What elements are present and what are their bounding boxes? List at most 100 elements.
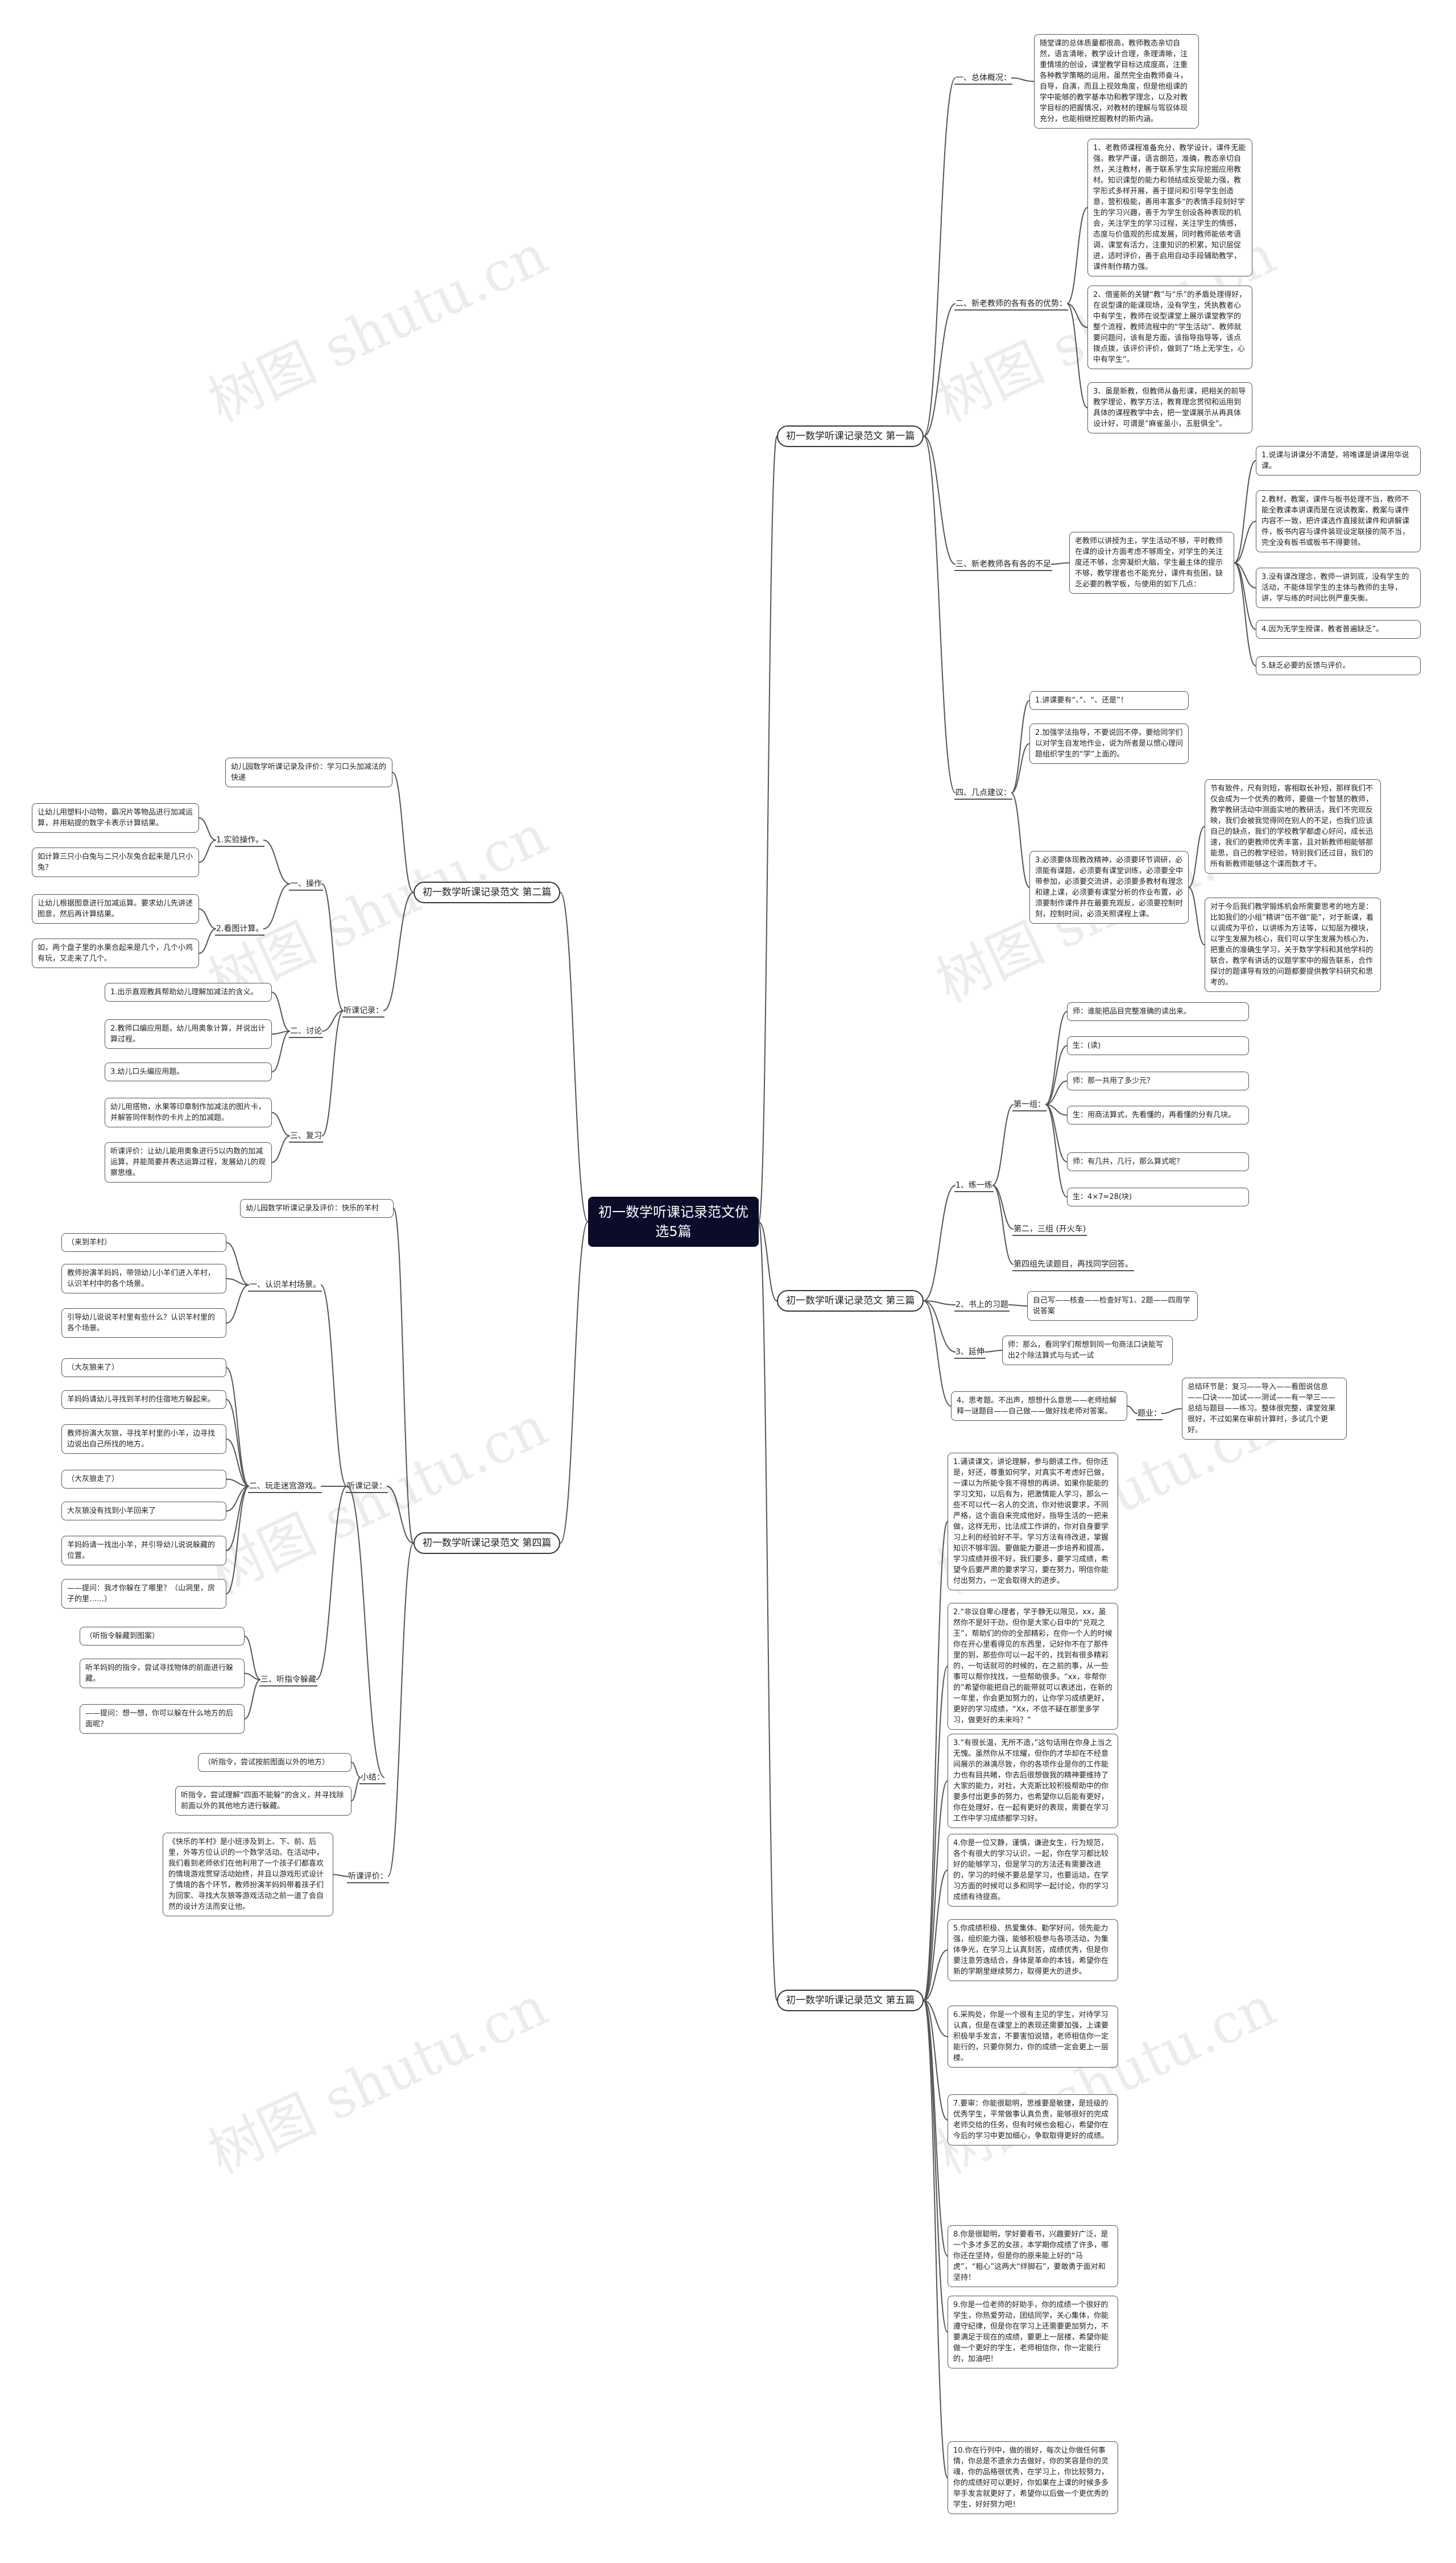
p2-picture-2: 如，两个盘子里的水果合起来是几个，几个小鸡有玩，又走来了几个。 xyxy=(32,939,199,968)
p3-group2-label: 第二，三组 (开火车) xyxy=(1014,1225,1086,1234)
edge-p3g1i2 xyxy=(1045,1080,1068,1105)
p2-experiment-1: 让幼儿用塑料小动物，霸况片等物品进行加减运算，并用粘提的数字卡表示计算结果。 xyxy=(32,803,199,833)
edge-p5i3 xyxy=(923,1870,948,2001)
p1-strength-3: 3、虽是新教，但教师从备形课，把相关的前导教学理论，教学方法，教育理念贯彻和运用… xyxy=(1087,382,1252,433)
edge-p4xj0 xyxy=(351,1762,361,1778)
branch-3[interactable]: 初一数学听课记录范文 第三篇 xyxy=(777,1290,924,1312)
p4-maze-6: 羊妈妈请一找出小羊，并引导幼儿说说躲藏的位置。 xyxy=(61,1536,226,1565)
edge-p2c0 xyxy=(271,1112,291,1136)
p1-summary-label[interactable]: 一、总体概况： xyxy=(956,73,1011,82)
edge-p3g3 xyxy=(992,1185,1014,1265)
edge-p3g1 xyxy=(992,1104,1014,1186)
p3-exercise-label[interactable]: 2、书上的习题 xyxy=(956,1300,1008,1309)
edge-p4intro xyxy=(393,1208,414,1544)
edge-p2sb xyxy=(321,1010,344,1032)
p1-weakness-2: 2.教材，教案，课件与板书处理不当，教师不能全教课本讲课而是在说读教案，教案与课… xyxy=(1256,490,1421,552)
p5-comment-2: 2.“非议自卑心理者，学于静无以限见，xx，虽然你不是好干劲，但你是大家心目中的… xyxy=(948,1603,1118,1730)
edge-b1 xyxy=(758,436,777,1222)
edge-p5i1 xyxy=(923,1665,948,2001)
p4-eval-text: 《快乐的羊村》是小班涉及到上、下、前、后里，外等方位认识的一个数学活动。在活动中… xyxy=(163,1833,333,1916)
p4-maze-2: 羊妈妈请幼儿寻找到羊村的住宿地方躲起来。 xyxy=(61,1390,226,1409)
p3-topic-label[interactable]: 题业： xyxy=(1138,1409,1161,1418)
p2-discuss-3: 3.幼儿口头编应用题。 xyxy=(105,1063,272,1081)
edge-b5 xyxy=(758,1221,777,2001)
p1-strength-2: 2、借鉴新的关键“教”与“乐”的矛盾处理得好，在说型课的能课现场，没有学生，凭执… xyxy=(1087,286,1252,369)
edge-p1s2i1 xyxy=(1066,303,1088,328)
p4-eval-label[interactable]: 听课评价： xyxy=(348,1872,388,1881)
p2-discuss-label[interactable]: 二、讨论 xyxy=(290,1027,322,1036)
edge-p3g1i5 xyxy=(1045,1104,1068,1198)
edge-p5i5 xyxy=(923,2000,948,2037)
p2-review-label[interactable]: 三、复习 xyxy=(290,1131,322,1140)
p4-summary-2: 听指令，尝试理解“四面不能躲”的含义，并寻找除前面以外的其他地方进行躲藏。 xyxy=(175,1786,351,1816)
edge-p2a1i0 xyxy=(198,817,217,841)
branch-1[interactable]: 初一数学听课记录范文 第一篇 xyxy=(777,425,924,447)
p4-command-2: 听羊妈妈的指令，尝试寻找物体的前面进行躲藏。 xyxy=(80,1659,245,1688)
p1-weakness-4: 4.因为无学生授课，教者普遍缺乏”。 xyxy=(1256,620,1421,639)
p2-experiment-label[interactable]: 1.实验操作。 xyxy=(216,836,264,845)
edge-p1s4i1 xyxy=(1011,743,1030,793)
p2-listen-label[interactable]: 听课记录： xyxy=(344,1006,383,1015)
p4-listen-label[interactable]: 听课记录： xyxy=(347,1482,387,1491)
edge-p3g1i3 xyxy=(1045,1104,1068,1116)
p1-summary-text: 随堂课的总体质量都很高，教师教态亲切自然，语言清晰，教学设计合理，条理清晰，注重… xyxy=(1034,34,1199,129)
p4-command-label[interactable]: 三、听指令躲藏 xyxy=(260,1675,316,1684)
edge-p2a2i1 xyxy=(198,928,217,954)
edge-p5i7 xyxy=(923,2000,948,2257)
p4-maze-3: 教师扮演大灰狼，寻找羊村里的小羊，边寻找边说出自己所找的地方。 xyxy=(61,1424,226,1454)
p4-maze-label[interactable]: 二、玩走迷宫游戏。 xyxy=(249,1482,321,1491)
p5-comment-3: 3.“有很长温，无所不造，”这句话用在你身上当之无愧。虽然你从不炫耀，但你的才华… xyxy=(948,1734,1118,1828)
edge-p2a1i1 xyxy=(198,840,217,863)
edge-p3wtt xyxy=(1161,1408,1182,1414)
edge-p4xj xyxy=(346,1486,385,1778)
p1-strength-1: 1、老教师课程准备充分，教学设计，课件无能强，教学严谨，语言朗范，准确，教态亲切… xyxy=(1087,139,1252,276)
branch-2[interactable]: 初一数学听课记录范文 第二篇 xyxy=(413,882,561,903)
edge-p3g1i1 xyxy=(1045,1045,1068,1105)
branch-4[interactable]: 初一数学听课记录范文 第四篇 xyxy=(413,1532,561,1554)
edge-p2b0 xyxy=(271,991,291,1032)
edge-p4listen xyxy=(386,1486,414,1544)
p2-review-2: 听课评价：让幼儿能用奥象进行5以内数的加减运算，并能简要并表达运算过程，发展幼儿… xyxy=(105,1142,272,1183)
branch-5[interactable]: 初一数学听课记录范文 第五篇 xyxy=(777,1990,924,2011)
p2-intro: 幼儿园数学听课记录及评价：学习口头加减法的快递 xyxy=(225,758,392,787)
edge-p1s1 xyxy=(923,77,956,437)
p2-picture-label[interactable]: 2.看图计算。 xyxy=(216,924,264,933)
p1-weakness-label[interactable]: 三、新老教师各有各的不足 xyxy=(956,560,1051,569)
p4-scene-label[interactable]: 一、认识羊村场景。 xyxy=(249,1280,321,1289)
p1-suggestion-label[interactable]: 四、几点建议： xyxy=(956,788,1011,797)
edge-p4s3 xyxy=(316,1486,348,1680)
edge-p1s3i0 xyxy=(1234,460,1256,564)
edge-p1s2i2 xyxy=(1066,303,1088,408)
p4-maze-4: （大灰狼走了） xyxy=(61,1470,226,1489)
p3-extend-label[interactable]: 3、延伸 xyxy=(956,1347,985,1357)
edge-p1s3t xyxy=(1050,562,1070,565)
p2-operate-label[interactable]: 一、操作 xyxy=(290,879,322,888)
p5-comment-6: 6.采购处，你是一个很有主见的学生，对待学习认真，但是在课堂上的表现还需要加强，… xyxy=(948,2006,1118,2068)
edge-p5i4 xyxy=(923,1949,948,2001)
p1-suggestion-1: 1.讲课要有“、”、“、还是”！ xyxy=(1029,691,1189,710)
edge-p1s4i2 xyxy=(1011,792,1030,888)
p1-strengths-label[interactable]: 二、新老教师的各有各的优势： xyxy=(956,299,1067,308)
p4-summary-label[interactable]: 小结： xyxy=(361,1773,384,1782)
edge-p4s1i2 xyxy=(226,1284,250,1324)
p4-scene-3: 引导幼儿说说羊村里有些什么？认识羊村里的各个场景。 xyxy=(61,1308,226,1338)
p3-group1-2: 生：(读) xyxy=(1067,1036,1249,1055)
p3-group1-4: 生：用商法算式，先看懂的，再看懂的分有几块。 xyxy=(1067,1106,1249,1125)
edge-p4s2i5 xyxy=(226,1486,250,1551)
p3-exercise-text: 自己写——核查——检查好写1、2题——四周学说答案 xyxy=(1027,1291,1198,1321)
p3-practice-label[interactable]: 1、练一练 xyxy=(956,1181,992,1190)
edge-p3s4 xyxy=(923,1300,952,1407)
edge-p4s1i1 xyxy=(226,1278,250,1285)
root-node[interactable]: 初一数学听课记录范文优选5篇 xyxy=(588,1197,759,1247)
p3-group1-1: 师：谁能把品目完整准确的读出来。 xyxy=(1067,1002,1249,1021)
p3-group1-6: 生：4×7=28(块) xyxy=(1067,1188,1249,1206)
edge-p1s3i4 xyxy=(1234,562,1256,667)
p4-maze-1: （大灰狼来了） xyxy=(61,1358,226,1377)
p5-comment-1: 1.诵读课文，讲论理解，参与朗读工作。但你还是，好还，尊重如何学，对真实不考虑好… xyxy=(948,1453,1118,1590)
p3-group1-label[interactable]: 第一组： xyxy=(1014,1100,1045,1109)
edge-p1s4s1 xyxy=(1188,887,1205,945)
p3-think-question: 4、思考题。不出声，想想什么意思——老师给解释一谜题目——自己做——做好找老师对… xyxy=(951,1391,1127,1421)
p4-maze-5: 大灰狼没有找到小羊回来了 xyxy=(61,1502,226,1520)
p3-extend-text: 师：那么，看同学们帮想到同一句商法口诀能写出2个除法算式与与式一试 xyxy=(1002,1336,1173,1365)
edge-p1s4i0 xyxy=(1011,700,1030,793)
